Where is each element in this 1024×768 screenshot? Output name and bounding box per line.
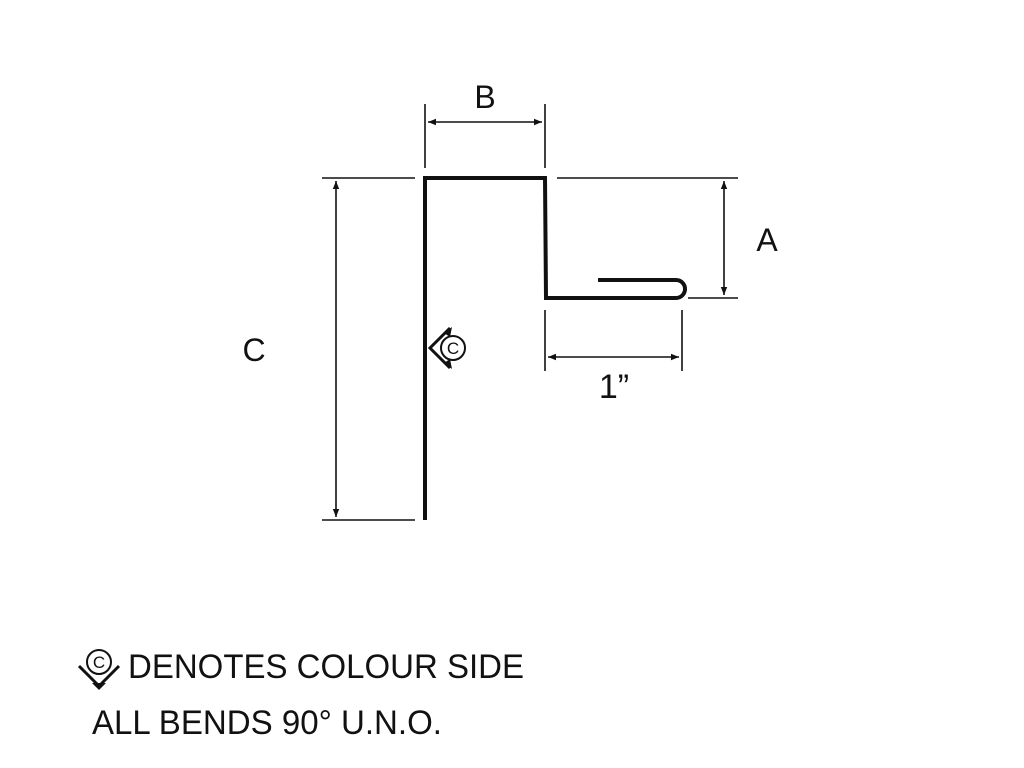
colour-side-icon: C: [427, 326, 466, 370]
svg-text:C: C: [93, 653, 105, 672]
dimension-b: [424, 104, 546, 168]
legend-colour-side-icon: C: [77, 649, 121, 690]
dimension-a-label: A: [756, 222, 778, 258]
dimension-hem-label: 1”: [599, 368, 629, 406]
legend-line-bends: ALL BENDS 90° U.N.O.: [92, 704, 442, 742]
dimension-b-label: B: [474, 79, 495, 115]
dimension-c-label: C: [242, 332, 265, 368]
dimension-hem: [544, 310, 683, 371]
dimension-a: [557, 177, 738, 299]
svg-text:C: C: [447, 339, 459, 358]
dimension-c: [322, 177, 415, 521]
legend-line-colour-side: DENOTES COLOUR SIDE: [128, 648, 524, 686]
flashing-profile: [423, 176, 687, 520]
